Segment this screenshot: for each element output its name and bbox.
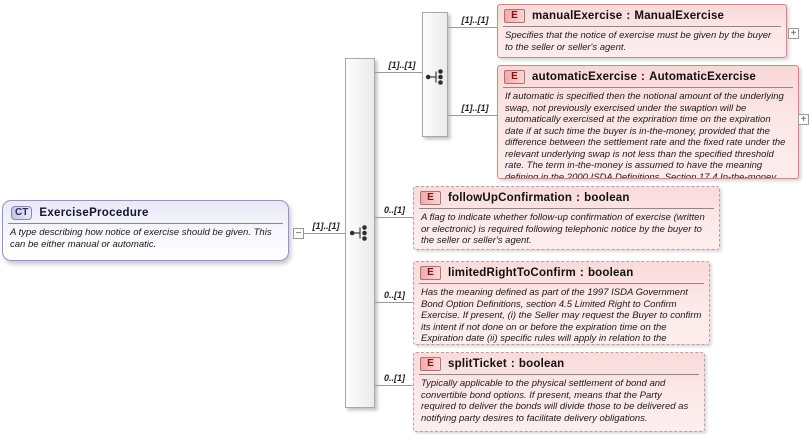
sequence-icon [349, 225, 367, 241]
element-type: boolean [584, 192, 630, 204]
connector-line [375, 385, 413, 386]
divider [419, 208, 714, 209]
expand-button[interactable]: + [788, 28, 799, 39]
type-separator: : [576, 192, 581, 204]
connector-line [375, 72, 422, 73]
cardinality-label: [1]..[1] [388, 60, 416, 70]
cardinality-label: [1]..[1] [312, 221, 340, 231]
type-separator: : [579, 267, 584, 279]
element-header: E limitedRightToConfirm:boolean [414, 262, 709, 283]
cardinality-label: 0..[1] [383, 373, 405, 383]
divider [503, 26, 781, 27]
divider [419, 283, 704, 284]
element-title: limitedRightToConfirm:boolean [448, 267, 633, 279]
element-name: splitTicket [448, 358, 507, 370]
element-icon: E [420, 266, 441, 280]
element-title: splitTicket:boolean [448, 358, 564, 370]
complex-type-description: A type describing how notice of exercise… [10, 227, 272, 250]
element-description: Specifies that the notice of exercise mu… [505, 30, 772, 53]
divider [419, 374, 699, 375]
complex-type-name: ExerciseProcedure [39, 207, 149, 219]
collapse-button[interactable]: − [293, 228, 304, 239]
element-box-splitTicket[interactable]: E splitTicket:boolean Typically applicab… [413, 352, 705, 432]
sequence-compositor[interactable] [345, 58, 375, 408]
element-type: boolean [587, 267, 634, 279]
divider [8, 223, 283, 224]
complex-type-box[interactable]: CT ExerciseProcedure A type describing h… [2, 200, 289, 261]
element-box-manualExercise[interactable]: E manualExercise:ManualExercise Specifie… [497, 4, 787, 58]
element-icon: E [420, 191, 441, 205]
cardinality-label: 0..[1] [383, 205, 405, 215]
element-name: manualExercise [532, 10, 623, 22]
element-icon: E [504, 9, 525, 23]
element-box-followUpConfirmation[interactable]: E followUpConfirmation:boolean A flag to… [413, 186, 720, 250]
element-header: E splitTicket:boolean [414, 353, 704, 374]
element-type: AutomaticExercise [649, 71, 757, 83]
element-header: E followUpConfirmation:boolean [414, 187, 719, 208]
element-description: Has the meaning defined as part of the 1… [421, 287, 702, 344]
expand-button[interactable]: + [798, 114, 809, 125]
choice-compositor[interactable] [422, 12, 448, 137]
element-name: limitedRightToConfirm [448, 267, 576, 279]
element-description: Typically applicable to the physical set… [421, 378, 689, 424]
element-icon: E [504, 70, 525, 84]
connector-line [448, 115, 497, 116]
cardinality-label: 0..[1] [383, 290, 405, 300]
connector-line [375, 217, 413, 218]
complex-type-icon: CT [11, 206, 33, 220]
type-separator: : [626, 10, 631, 22]
element-header: E automaticExercise:AutomaticExercise [498, 66, 798, 87]
element-type: ManualExercise [634, 10, 725, 22]
element-header: E manualExercise:ManualExercise [498, 5, 786, 26]
divider [503, 87, 793, 88]
complex-type-header: CT ExerciseProcedure [3, 201, 288, 223]
element-box-automaticExercise[interactable]: E automaticExercise:AutomaticExercise If… [497, 65, 799, 179]
cardinality-label: [1]..[1] [461, 103, 489, 113]
element-name: followUpConfirmation [448, 192, 573, 204]
connector-line [448, 27, 497, 28]
type-separator: : [510, 358, 515, 370]
element-name: automaticExercise [532, 71, 638, 83]
element-icon: E [420, 357, 441, 371]
connector-line [304, 233, 345, 234]
type-separator: : [641, 71, 646, 83]
connector-line [375, 302, 413, 303]
element-title: automaticExercise:AutomaticExercise [532, 71, 756, 83]
choice-icon [425, 69, 443, 85]
element-box-limitedRightToConfirm[interactable]: E limitedRightToConfirm:boolean Has the … [413, 261, 710, 345]
element-description: If automatic is specified then the notio… [505, 91, 786, 179]
cardinality-label: [1]..[1] [461, 15, 489, 25]
element-title: manualExercise:ManualExercise [532, 10, 724, 22]
element-title: followUpConfirmation:boolean [448, 192, 630, 204]
element-type: boolean [518, 358, 565, 370]
element-description: A flag to indicate whether follow-up con… [421, 212, 705, 246]
